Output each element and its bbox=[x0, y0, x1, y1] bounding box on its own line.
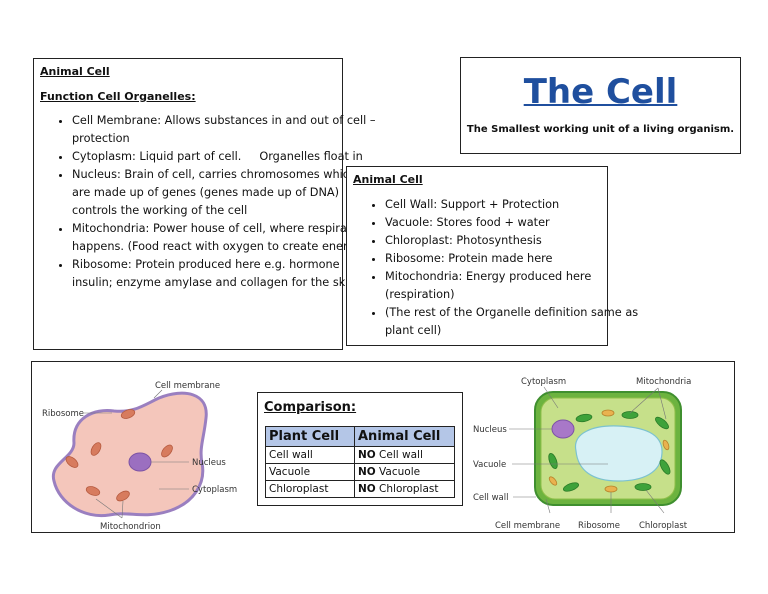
mitochondria-label: Mitochondria bbox=[636, 377, 691, 387]
vacuole-shape bbox=[574, 425, 663, 482]
table-row: Vacuole NO Vacuole bbox=[265, 463, 455, 481]
no-label: NO bbox=[358, 483, 376, 495]
list-item: Nucleus: Brain of cell, carries chromoso… bbox=[72, 166, 377, 220]
list-item: Mitochondria: Energy produced here (resp… bbox=[385, 268, 643, 304]
header-animal-cell: Animal Cell bbox=[354, 426, 455, 447]
animal-cell-functions-box: Animal Cell Function Cell Organelles: Ce… bbox=[33, 58, 376, 350]
page-subtitle: The Smallest working unit of a living or… bbox=[466, 124, 735, 135]
table-cell: Cell wall bbox=[265, 446, 355, 464]
box-subheading: Function Cell Organelles: bbox=[40, 90, 196, 103]
table-cell: Vacuole bbox=[265, 463, 355, 481]
cell-membrane-label: Cell membrane bbox=[495, 521, 560, 531]
plant-cell-diagram: Cytoplasm Mitochondria Nucleus Vacuole C… bbox=[473, 377, 691, 531]
list-item: Cell Membrane: Allows substances in and … bbox=[72, 112, 377, 148]
comparison-panel: Comparison: Plant Cell Animal Cell Cell … bbox=[257, 392, 463, 506]
no-label: NO bbox=[358, 449, 376, 461]
cell-text: Vacuole bbox=[375, 466, 421, 478]
page-title: The Cell bbox=[523, 72, 678, 112]
table-row: Chloroplast NO Chloroplast bbox=[265, 480, 455, 498]
ribosome-label: Ribosome bbox=[42, 409, 84, 419]
diagrams-box: Ribosome Cell membrane Nucleus Cytoplasm… bbox=[31, 361, 735, 533]
animal-cell-diagram: Ribosome Cell membrane Nucleus Cytoplasm… bbox=[42, 381, 237, 532]
cell-text: Cell wall bbox=[375, 449, 423, 461]
cytoplasm-label: Cytoplasm bbox=[521, 377, 566, 387]
list-item: (The rest of the Organelle definition sa… bbox=[385, 304, 643, 340]
comparison-title: Comparison: bbox=[264, 400, 357, 415]
list-item: Vacuole: Stores food + water bbox=[385, 214, 643, 232]
table-row: Cell wall NO Cell wall bbox=[265, 446, 455, 464]
plant-cell-functions-box: Animal Cell Cell Wall: Support + Protect… bbox=[346, 166, 638, 346]
comparison-table: Plant Cell Animal Cell Cell wall NO Cell… bbox=[265, 426, 455, 498]
mitochondrion-icon bbox=[65, 409, 173, 502]
nucleus-icon bbox=[128, 452, 152, 472]
table-header-row: Plant Cell Animal Cell bbox=[265, 426, 455, 447]
nucleus-label: Nucleus bbox=[192, 458, 226, 468]
no-label: NO bbox=[358, 466, 376, 478]
header-plant-cell: Plant Cell bbox=[265, 426, 355, 447]
cell-wall-label: Cell wall bbox=[473, 493, 508, 503]
list-item: Ribosome: Protein produced here e.g. hor… bbox=[72, 256, 377, 292]
chloroplast-label: Chloroplast bbox=[639, 521, 688, 531]
chloroplast-icon bbox=[548, 411, 671, 492]
table-cell: NO Chloroplast bbox=[354, 480, 455, 498]
vacuole-label: Vacuole bbox=[473, 460, 506, 470]
organelle-list: Cell Wall: Support + Protection Vacuole:… bbox=[347, 196, 643, 340]
mitochondrion-label: Mitochondrion bbox=[100, 522, 161, 532]
list-item: Cell Wall: Support + Protection bbox=[385, 196, 643, 214]
nucleus-icon bbox=[551, 419, 575, 439]
list-item: Chloroplast: Photosynthesis bbox=[385, 232, 643, 250]
cell-text: Chloroplast bbox=[375, 483, 439, 495]
table-cell: NO Cell wall bbox=[354, 446, 455, 464]
list-item: Cytoplasm: Liquid part of cell. Organell… bbox=[72, 148, 377, 166]
title-box: The Cell The Smallest working unit of a … bbox=[460, 57, 741, 154]
box-heading: Animal Cell bbox=[40, 65, 110, 78]
box-heading: Animal Cell bbox=[353, 173, 423, 186]
cell-membrane-label: Cell membrane bbox=[155, 381, 220, 391]
nucleus-label: Nucleus bbox=[473, 425, 507, 435]
list-item: Ribosome: Protein made here bbox=[385, 250, 643, 268]
cytoplasm-label: Cytoplasm bbox=[192, 485, 237, 495]
mitochondrion-icon bbox=[548, 409, 670, 493]
list-item: Mitochondria: Power house of cell, where… bbox=[72, 220, 377, 256]
table-cell: Chloroplast bbox=[265, 480, 355, 498]
ribosome-label: Ribosome bbox=[578, 521, 620, 531]
table-cell: NO Vacuole bbox=[354, 463, 455, 481]
organelle-list: Cell Membrane: Allows substances in and … bbox=[34, 112, 377, 292]
